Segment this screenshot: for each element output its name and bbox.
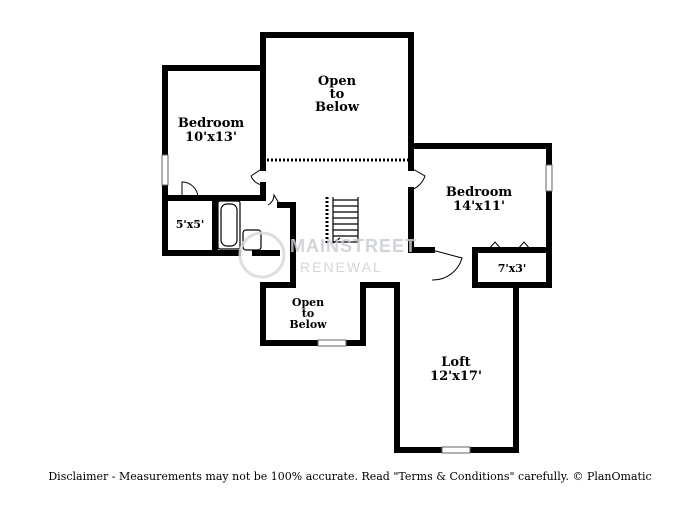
closet1-size: 5'x5' [176,218,205,231]
door-closet1 [181,181,199,199]
windows [161,154,553,454]
door-loft [431,249,463,281]
watermark-logo [238,231,286,279]
door-bedroom1 [250,167,264,186]
doors [181,167,532,281]
disclaimer: Disclaimer - Measurements may not be 100… [48,470,652,483]
bedroom2-size: 14'x11' [453,199,505,214]
window-loft [441,446,471,454]
door-closet2-left [487,241,503,251]
open-top-line2: to [330,87,345,102]
door-closet2-right [516,241,532,251]
loft-name: Loft [441,355,470,370]
window-bedroom1 [161,154,169,186]
bedroom2-name: Bedroom [446,185,513,200]
door-bath [267,193,281,206]
watermark-line1: MAINSTREET [290,236,417,256]
open-mid-line2: to [302,307,314,320]
room-labels: Bedroom 10'x13' Open to Below Bedroom 14… [176,74,527,384]
bathroom-fixtures [217,200,262,251]
open-top-line3: Below [315,100,360,115]
watermark: MAINSTREET RENEWAL [238,231,417,279]
closet2-size: 7'x3' [498,262,527,275]
open-top-line1: Open [318,74,357,89]
interior-walls [162,65,552,288]
bedroom1-size: 10'x13' [185,130,237,145]
stairs [325,197,359,244]
watermark-line2: RENEWAL [300,259,383,275]
open-mid-line1: Open [292,296,324,309]
window-bedroom2 [545,164,553,192]
door-bedroom2 [410,167,426,191]
window-open-mid [317,339,347,347]
loft-size: 12'x17' [430,369,482,384]
open-mid-line3: Below [289,318,327,331]
bedroom1-name: Bedroom [178,116,245,131]
